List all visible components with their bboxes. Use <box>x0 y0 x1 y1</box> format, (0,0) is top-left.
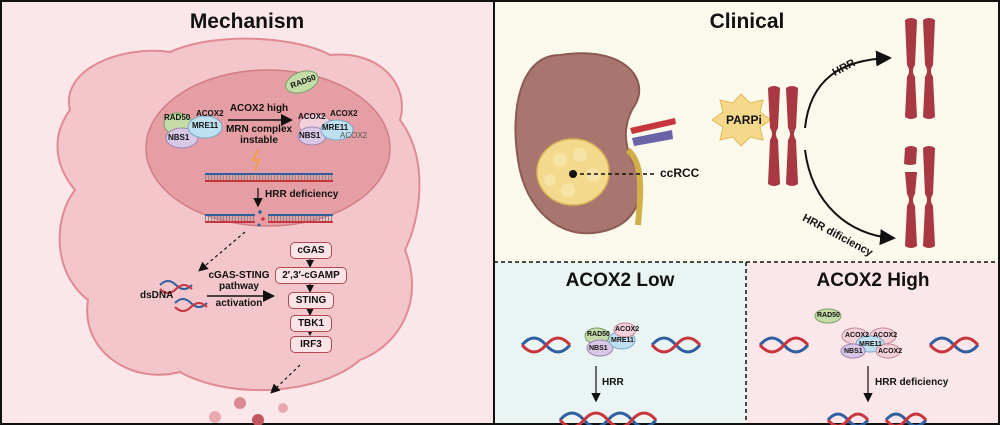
dna-fragment <box>258 210 262 214</box>
acox2-label: ACOX2 <box>615 326 640 333</box>
chromosome-broken <box>905 172 917 248</box>
nbs1-label: NBS1 <box>844 348 863 355</box>
pathway-label-line1: cGAS-STING <box>208 270 270 281</box>
mrn-complex-label: MRN complex <box>225 124 293 135</box>
acox2-high-label: ACOX2 high <box>229 103 289 114</box>
nbs1-label: NBS1 <box>589 345 608 352</box>
acox2-label: ACOX2 <box>873 332 898 339</box>
dna-intact <box>205 174 333 181</box>
acox2-label: ACOX2 <box>298 112 326 121</box>
hrr-deficiency-label-high: HRR deficiency <box>875 377 949 388</box>
dna-helix-repaired-low <box>558 411 658 425</box>
mechanism-title: Mechanism <box>189 10 305 33</box>
dna-broken-left <box>205 215 255 222</box>
acox2-label: ACOX2 <box>196 109 224 118</box>
dsdna-strand <box>174 298 208 308</box>
acox2-low-title: ACOX2 Low <box>565 270 675 291</box>
tumor-lobule <box>573 148 587 162</box>
chromosome-broken <box>923 146 935 248</box>
cascade-cgas: cGAS <box>290 242 332 259</box>
parpi-label: PARPi <box>726 113 762 127</box>
mre11-label: MRE11 <box>611 337 634 344</box>
cascade-irf3: IRF3 <box>290 336 332 353</box>
hrr-deficiency-curve-arrow <box>804 149 896 246</box>
nbs1-protein-high <box>840 343 866 359</box>
hrr-deficiency-label: HRR deficiency <box>265 189 339 200</box>
nbs1-label: NBS1 <box>299 131 321 140</box>
renal-artery <box>630 118 676 134</box>
renal-vein <box>632 130 673 146</box>
dsdna-release-arrow <box>198 231 246 272</box>
acox2-high-title: ACOX2 High <box>816 270 930 291</box>
mre11-label: MRE11 <box>322 123 349 132</box>
rad50-label: RAD50 <box>164 113 191 122</box>
dna-helix-right-low <box>650 336 702 354</box>
pathway-label-line2: pathway <box>218 281 259 292</box>
rad50-label: RAD50 <box>817 312 840 319</box>
chromosome-intact <box>923 18 935 119</box>
damage-bolt-icon <box>251 149 261 171</box>
rad50-protein-high <box>814 308 842 324</box>
cytokine-dot <box>234 397 246 409</box>
cytokine-dot <box>252 414 264 425</box>
cascade-cgamp: 2′,3′-cGAMP <box>275 267 347 284</box>
chromosome-intact <box>905 18 917 119</box>
nucleus <box>145 69 391 227</box>
ccrcc-label: ccRCC <box>660 166 700 180</box>
acox2-protein-high <box>875 343 901 359</box>
acox2-label: ACOX2 <box>845 332 870 339</box>
cytokine-dot <box>209 411 221 423</box>
acox2-label: ACOX2 <box>340 131 368 140</box>
tumor-lobule <box>586 168 600 182</box>
hrr-label-low: HRR <box>602 377 624 388</box>
dsdna-strand <box>159 280 193 290</box>
mre11-protein-right <box>320 119 354 141</box>
tumor-lobule <box>553 153 567 167</box>
dna-helix-right-high <box>928 336 980 354</box>
chromosome-center <box>768 86 780 186</box>
dna-fragment <box>257 223 261 227</box>
mre11-label: MRE11 <box>859 341 882 348</box>
pathway-label-line3: activation <box>215 298 263 309</box>
cascade-sting: STING <box>288 292 334 309</box>
nbs1-protein-low <box>586 339 614 357</box>
dna-broken-right <box>268 215 333 222</box>
dsdna-strand <box>159 284 193 294</box>
clinical-title: Clinical <box>709 10 785 33</box>
cytokine-dot <box>278 403 288 413</box>
instable-label: instable <box>240 135 278 146</box>
rad50-label: RAD50 <box>587 331 610 338</box>
chromosome-center <box>786 86 798 186</box>
rad50-protein-right <box>285 70 319 94</box>
nbs1-label: NBS1 <box>168 133 190 142</box>
dsdna-label: dsDNA <box>140 290 174 301</box>
secretion-arrow <box>270 364 301 394</box>
chromosome-fragment <box>904 146 917 165</box>
tumor-lobule <box>561 183 575 197</box>
dna-helix-left-high <box>758 336 810 354</box>
hrr-curve-arrow <box>804 50 892 129</box>
acox2-label: ACOX2 <box>878 348 903 355</box>
parpi-starburst <box>711 93 772 147</box>
ureter <box>625 147 644 226</box>
dna-fragment <box>261 217 265 221</box>
dsdna-strand <box>174 302 208 312</box>
mre11-label: MRE11 <box>192 121 219 130</box>
dna-helix-left-low <box>520 336 572 354</box>
acox2-label: ACOX2 <box>330 109 358 118</box>
tumor-lobule <box>544 174 556 186</box>
acox2-protein-low <box>613 322 637 338</box>
nbs1-protein-left <box>165 127 199 149</box>
mre11-protein-left <box>187 115 223 139</box>
cascade-tbk1: TBK1 <box>290 315 332 332</box>
